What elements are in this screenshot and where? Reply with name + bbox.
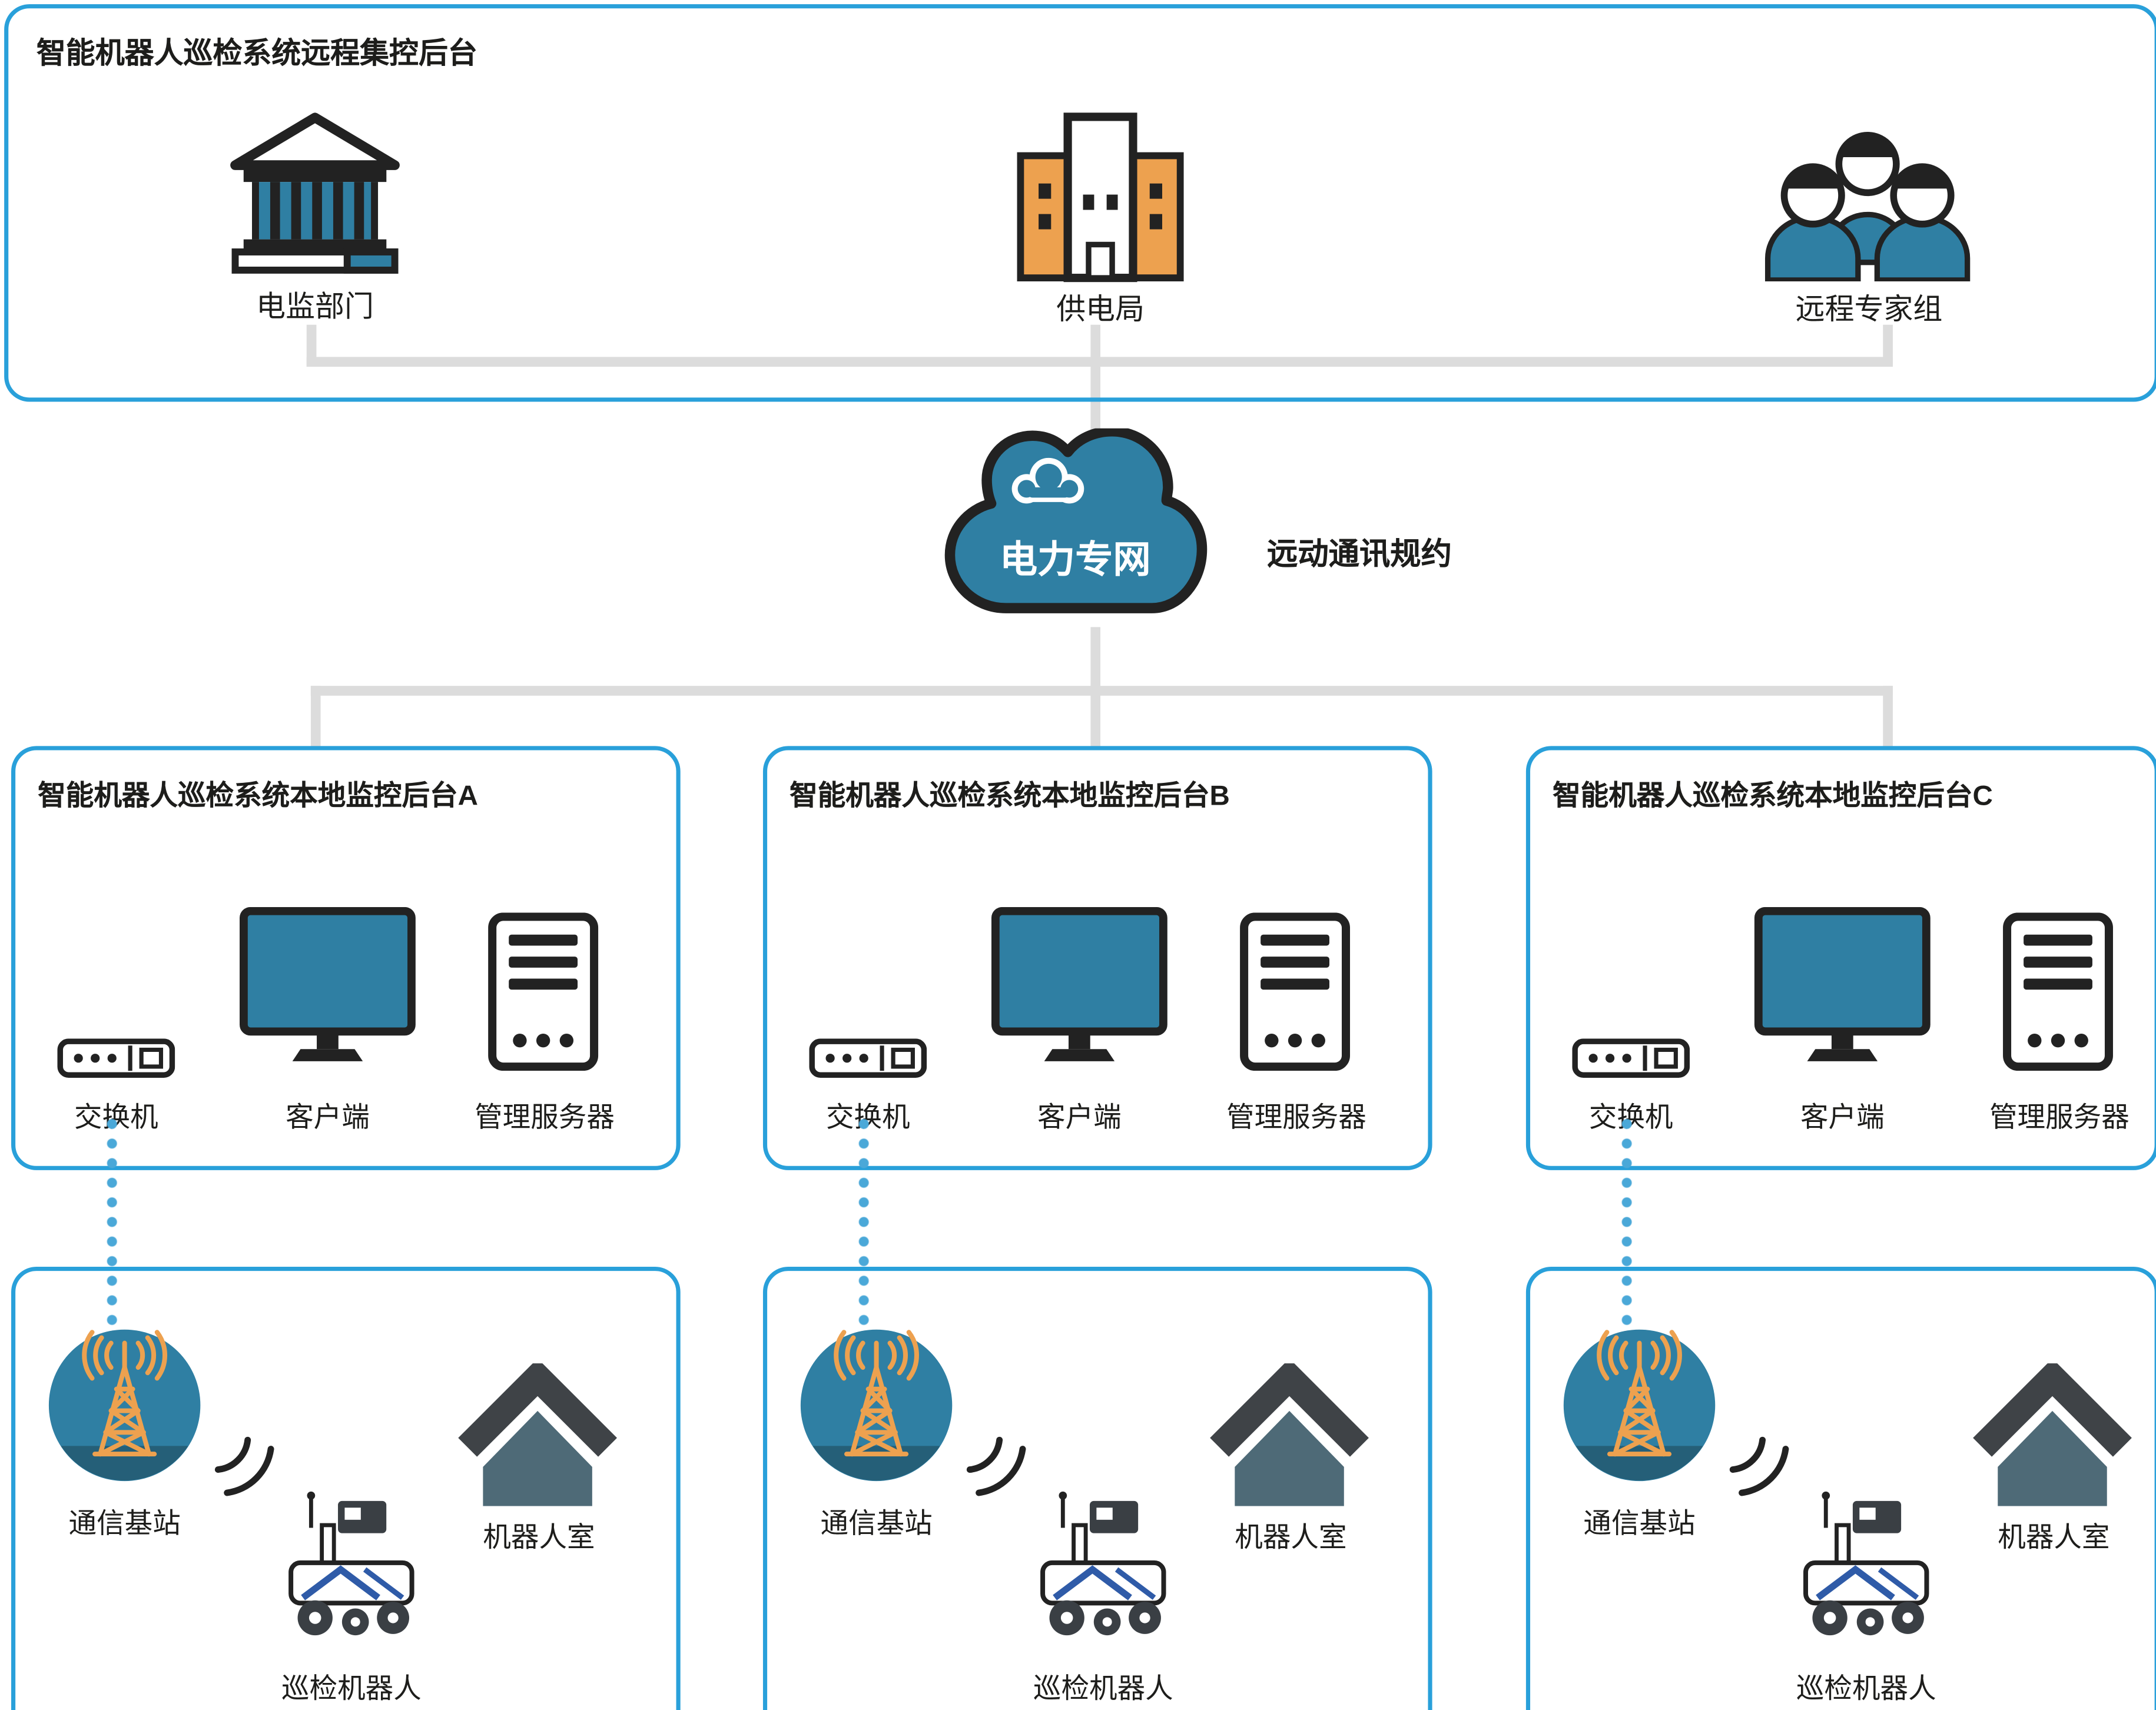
inspection-robot-label: 巡检机器人 — [281, 1674, 422, 1705]
base-station-icon — [795, 1324, 958, 1486]
local-backend-title: 智能机器人巡检系统本地监控后台A — [38, 781, 478, 812]
client-monitor-icon — [1754, 907, 1931, 1070]
field-site-box-a: 通信基站 巡检机器人 机器人室 — [11, 1266, 681, 1710]
connector-backend-c-drop — [1883, 686, 1893, 749]
inspection-robot-icon — [284, 1484, 419, 1641]
inspection-robot-label: 巡检机器人 — [1796, 1674, 1936, 1705]
connector-regulator-drop — [306, 324, 317, 367]
local-backend-title: 智能机器人巡检系统本地监控后台B — [790, 781, 1230, 812]
base-station-label: 通信基站 — [820, 1509, 933, 1540]
connector-backend-a-drop — [310, 686, 321, 749]
server-label: 管理服务器 — [475, 1103, 615, 1134]
local-backend-box-a: 智能机器人巡检系统本地监控后台A 交换机 客户端 管理服务器 — [11, 746, 681, 1170]
client-label: 客户端 — [1800, 1103, 1885, 1134]
inspection-robot-icon — [1799, 1484, 1933, 1641]
remote-backend-box: 智能机器人巡检系统远程集控后台 电监部门 供电局 远程专家组 — [4, 4, 2156, 402]
client-label: 客户端 — [1037, 1103, 1122, 1134]
dotted-link-c — [1621, 1117, 1633, 1330]
client-label: 客户端 — [286, 1103, 370, 1134]
dotted-link-b — [858, 1117, 870, 1330]
connector-backend-b-drop — [1090, 686, 1101, 749]
robot-room-label: 机器人室 — [1235, 1523, 1347, 1554]
robot-room-icon — [456, 1363, 619, 1506]
connector-bureau-to-cloud — [1090, 324, 1101, 448]
dotted-link-a — [106, 1117, 118, 1330]
switch-icon — [809, 1038, 927, 1078]
robot-room-icon — [1208, 1363, 1371, 1506]
base-station-label: 通信基站 — [1583, 1509, 1696, 1540]
connector-bottom-bus — [310, 686, 1893, 696]
local-backend-box-c: 智能机器人巡检系统本地监控后台C 交换机 客户端 管理服务器 — [1525, 746, 2156, 1170]
field-site-box-b: 通信基站 巡检机器人 机器人室 — [762, 1266, 1432, 1710]
server-icon — [2002, 912, 2114, 1071]
base-station-label: 通信基站 — [68, 1509, 181, 1540]
signal-waves-icon — [966, 1436, 1030, 1500]
client-monitor-icon — [991, 907, 1168, 1070]
robot-room-icon — [1971, 1363, 2134, 1506]
connector-cloud-drop — [1090, 627, 1101, 696]
local-backend-box-b: 智能机器人巡检系统本地监控后台B 交换机 客户端 管理服务器 — [762, 746, 1432, 1170]
switch-icon — [1572, 1038, 1690, 1078]
switch-icon — [57, 1038, 175, 1078]
server-label: 管理服务器 — [1989, 1103, 2130, 1134]
field-site-box-c: 通信基站 巡检机器人 机器人室 — [1525, 1266, 2156, 1710]
server-label: 管理服务器 — [1226, 1103, 1366, 1134]
remote-backend-title: 智能机器人巡检系统远程集控后台 — [36, 38, 477, 70]
signal-waves-icon — [214, 1436, 278, 1500]
experts-group-icon — [1752, 122, 1984, 281]
base-station-icon — [44, 1324, 206, 1486]
server-icon — [487, 912, 599, 1071]
power-bureau-icon — [1014, 111, 1188, 285]
power-bureau-label: 供电局 — [1056, 294, 1145, 327]
client-monitor-icon — [240, 907, 416, 1070]
cloud-label: 电力专网 — [999, 539, 1151, 581]
base-station-icon — [1558, 1324, 1721, 1486]
bank-icon — [224, 111, 406, 276]
robot-room-label: 机器人室 — [483, 1523, 595, 1554]
inspection-robot-icon — [1036, 1484, 1170, 1641]
regulator-label: 电监部门 — [256, 291, 374, 324]
server-icon — [1239, 912, 1351, 1071]
inspection-robot-label: 巡检机器人 — [1033, 1674, 1173, 1705]
protocol-label: 远动通讯规约 — [1266, 536, 1452, 572]
experts-label: 远程专家组 — [1795, 294, 1943, 327]
signal-waves-icon — [1729, 1436, 1793, 1500]
connector-experts-drop — [1883, 324, 1893, 367]
robot-room-label: 机器人室 — [1998, 1523, 2110, 1554]
local-backend-title: 智能机器人巡检系统本地监控后台C — [1553, 781, 1993, 812]
